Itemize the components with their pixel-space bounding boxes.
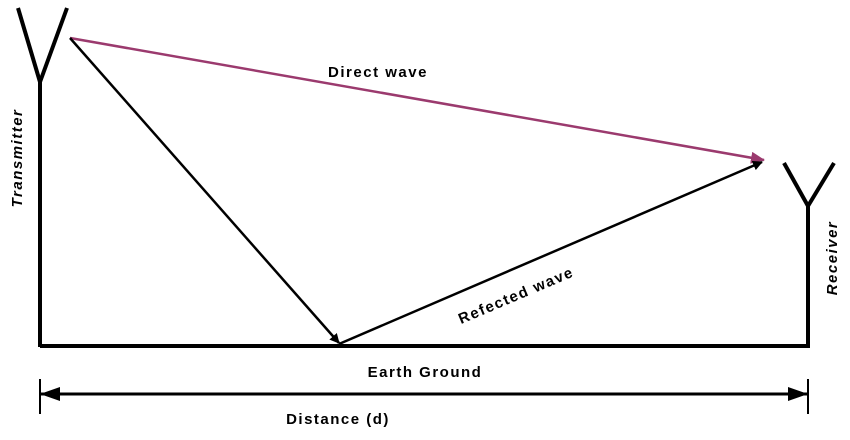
distance-dimension bbox=[39, 379, 809, 414]
transmitter-antenna-left-arm bbox=[16, 7, 42, 83]
reflected-wave-label: Refected wave bbox=[456, 264, 577, 328]
direct-wave-label: Direct wave bbox=[328, 64, 428, 81]
reflected-ray-arrow bbox=[338, 160, 763, 346]
transmitter-antenna bbox=[16, 7, 69, 347]
receiver-antenna-right-arm bbox=[806, 161, 836, 208]
incident-ray-arrow bbox=[69, 37, 340, 344]
receiver-antenna-left-arm bbox=[782, 162, 810, 207]
distance-label: Distance (d) bbox=[286, 411, 390, 428]
direct-wave-arrow bbox=[69, 36, 765, 164]
receiver-antenna bbox=[782, 161, 836, 347]
receiver-label: Receiver bbox=[824, 221, 841, 296]
transmitter-antenna-right-arm bbox=[38, 7, 69, 83]
transmitter-label: Transmitter bbox=[9, 109, 26, 208]
earth-ground-label: Earth Ground bbox=[368, 364, 483, 381]
